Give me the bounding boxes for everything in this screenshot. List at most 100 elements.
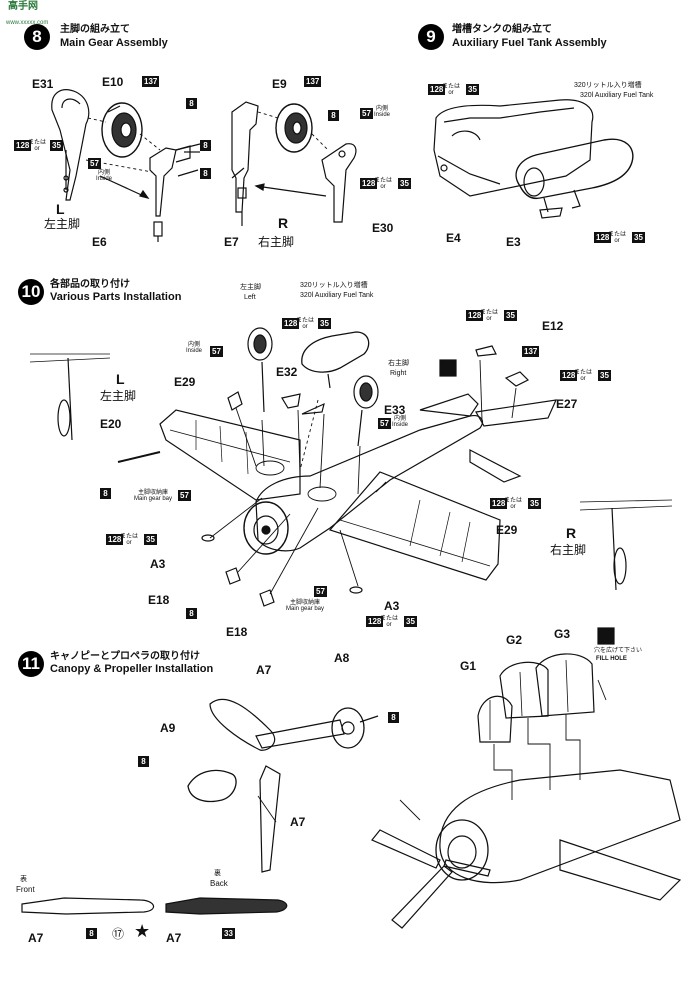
color-128: 128 bbox=[428, 84, 446, 95]
color-128: 128 bbox=[594, 232, 612, 243]
watermark-title: 高手网 bbox=[8, 1, 38, 12]
color-57: 57 bbox=[88, 158, 101, 169]
tank-label-jp: 320リットル入り増槽 bbox=[300, 282, 368, 289]
part-label-g3: G3 bbox=[554, 627, 571, 641]
color-35: 35 bbox=[466, 84, 479, 95]
part-label-a7: A7 bbox=[290, 815, 306, 829]
front-label-en: Front bbox=[16, 885, 35, 894]
color-8: 8 bbox=[86, 928, 97, 939]
color-128: 128 bbox=[14, 140, 32, 151]
back-label-jp: 裏 bbox=[214, 870, 221, 877]
color-8: 8 bbox=[186, 608, 197, 619]
fill-hole-en: FILL HOLE bbox=[596, 656, 627, 662]
right-label-en: Right bbox=[390, 370, 407, 377]
part-label-e4: E4 bbox=[446, 231, 461, 245]
part-label-e10: E10 bbox=[102, 75, 124, 89]
color-57: 57 bbox=[314, 586, 327, 597]
part-label-e33: E33 bbox=[384, 403, 406, 417]
right-label-jp: 右主脚 bbox=[388, 360, 409, 367]
tank-label-jp: 320リットル入り増槽 bbox=[574, 82, 642, 89]
watermark-url: www.xxxxx.com bbox=[6, 20, 49, 26]
step-number-10: 10 bbox=[18, 279, 44, 305]
part-label-a9: A9 bbox=[160, 721, 176, 735]
step-number-11: 11 bbox=[18, 651, 44, 677]
color-137: 137 bbox=[304, 76, 322, 87]
part-label-e6: E6 bbox=[92, 235, 107, 249]
tank-label-en: 320l Auxiliary Fuel Tank bbox=[580, 92, 654, 99]
color-57: 57 bbox=[378, 418, 391, 429]
part-label-a3: A3 bbox=[150, 557, 166, 571]
color-57: 57 bbox=[210, 346, 223, 357]
color-35: 35 bbox=[50, 140, 63, 151]
left-gear-letter: L bbox=[116, 371, 125, 387]
color-35: 35 bbox=[144, 534, 157, 545]
color-35: 35 bbox=[398, 178, 411, 189]
part-label-e32: E32 bbox=[276, 365, 298, 379]
color-8: 8 bbox=[186, 98, 197, 109]
color-128: 128 bbox=[560, 370, 578, 381]
right-gear-letter: R bbox=[566, 525, 577, 541]
color-137: 137 bbox=[522, 346, 540, 357]
part-label-e31: E31 bbox=[32, 77, 54, 91]
part-label-a7: A7 bbox=[28, 931, 44, 945]
right-gear-jp: 右主脚 bbox=[258, 235, 295, 249]
color-57: 57 bbox=[178, 490, 191, 501]
part-label-e18: E18 bbox=[148, 593, 170, 607]
color-128: 128 bbox=[466, 310, 484, 321]
fill-hole-jp: 穴を広げて下さい bbox=[594, 648, 643, 654]
step10-art bbox=[29, 327, 673, 607]
part-label-a8: A8 bbox=[334, 651, 350, 665]
right-gear-letter: R bbox=[278, 215, 289, 231]
part-label-e18: E18 bbox=[226, 625, 248, 639]
color-35: 35 bbox=[504, 310, 517, 321]
step9-title-jp: 増槽タンクの組み立て bbox=[452, 24, 552, 35]
part-label-g1: G1 bbox=[460, 659, 477, 673]
color-35: 35 bbox=[598, 370, 611, 381]
part-label-e9: E9 bbox=[272, 77, 287, 91]
color-128: 128 bbox=[366, 616, 384, 627]
step9-art bbox=[433, 99, 634, 219]
left-label-en: Left bbox=[244, 294, 256, 301]
color-35: 35 bbox=[318, 318, 331, 329]
step-number-8: 8 bbox=[24, 24, 50, 50]
part-label-e27: E27 bbox=[556, 397, 578, 411]
part-label-a3: A3 bbox=[384, 599, 400, 613]
step10-title-jp: 各部品の取り付け bbox=[50, 279, 130, 290]
step10-title-en: Various Parts Installation bbox=[50, 291, 182, 303]
right-gear-jp: 右主脚 bbox=[550, 543, 587, 557]
part-label-a7: A7 bbox=[256, 663, 272, 677]
color-8: 8 bbox=[100, 488, 111, 499]
color-8: 8 bbox=[200, 168, 211, 179]
color-57: 57 bbox=[360, 108, 373, 119]
color-35: 35 bbox=[632, 232, 645, 243]
step-number-9: 9 bbox=[418, 24, 444, 50]
star-icon: ★ bbox=[134, 921, 151, 941]
color-128: 128 bbox=[490, 498, 508, 509]
tank-label-en: 320l Auxiliary Fuel Tank bbox=[300, 292, 374, 299]
step11-art bbox=[21, 627, 682, 929]
color-8: 8 bbox=[138, 756, 149, 767]
left-gear-letter: L bbox=[56, 201, 65, 217]
part-label-e3: E3 bbox=[506, 235, 521, 249]
color-17: ⑰ bbox=[112, 927, 125, 941]
color-128: 128 bbox=[282, 318, 300, 329]
front-label-jp: 表 bbox=[20, 876, 27, 883]
back-label-en: Back bbox=[210, 879, 228, 888]
color-128: 128 bbox=[106, 534, 124, 545]
color-8: 8 bbox=[328, 110, 339, 121]
